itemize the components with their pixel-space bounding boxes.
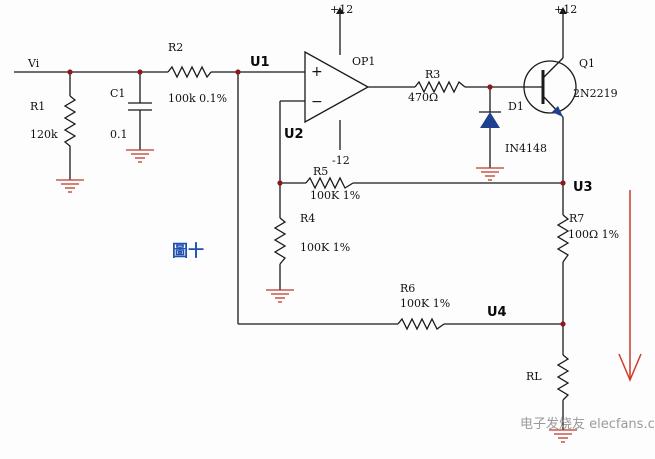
q1-value: 2N2219 <box>573 87 618 100</box>
ground-rl <box>549 429 577 443</box>
r5-value: 100K 1% <box>310 189 360 202</box>
r2-value: 100k 0.1% <box>168 92 227 105</box>
resistor-rl <box>556 354 570 401</box>
q-supply-pos-label: +12 <box>554 3 577 16</box>
diode-d1 <box>479 111 501 128</box>
r1-value: 120k <box>30 128 58 141</box>
supply-arrow-op-pos <box>336 7 344 14</box>
op-minus-pin: − <box>311 94 323 110</box>
ground-c1 <box>126 149 154 163</box>
supply-arrow-q-pos <box>559 7 567 14</box>
op1-name: OP1 <box>352 55 375 68</box>
c1-name: C1 <box>110 87 125 100</box>
r5-name: R5 <box>313 165 328 178</box>
node-u2-label: U2 <box>284 127 304 142</box>
transistor-q1 <box>523 57 577 118</box>
ground-symbols <box>56 149 577 443</box>
resistor-r1 <box>63 95 77 150</box>
resistor-r5 <box>305 176 354 190</box>
resistor-r4 <box>273 217 287 265</box>
d1-name: D1 <box>508 100 524 113</box>
r3-value: 470Ω <box>408 91 438 104</box>
wires <box>14 14 564 430</box>
r4-value: 100K 1% <box>300 241 350 254</box>
watermark: 电子发烧友 elecfans.com <box>520 416 655 432</box>
q1-name: Q1 <box>579 57 595 70</box>
r6-name: R6 <box>400 282 415 295</box>
node-u1-label: U1 <box>250 55 270 70</box>
op-supply-pos-label: +12 <box>330 3 353 16</box>
r3-name: R3 <box>425 68 440 81</box>
resistors <box>63 65 570 401</box>
op-supply-neg-label: -12 <box>332 154 350 167</box>
r4-name: R4 <box>300 212 315 225</box>
r2-name: R2 <box>168 41 183 54</box>
r6-value: 100K 1% <box>400 297 450 310</box>
rl-name: RL <box>526 370 542 383</box>
current-arrow <box>618 190 642 382</box>
diode-triangle <box>480 112 500 128</box>
transistor-emitter-arrow <box>552 106 563 117</box>
op-amp-op1 <box>304 50 370 124</box>
ground-d1 <box>476 167 504 181</box>
d1-value: IN4148 <box>505 142 547 155</box>
r7-value: 100Ω 1% <box>568 228 619 241</box>
vi-label: Vi <box>27 57 40 70</box>
r7-name: R7 <box>569 212 584 225</box>
capacitor-c1 <box>128 102 152 111</box>
resistor-r6 <box>397 317 445 331</box>
text-labels: Vi R1 120k C1 0.1 R2 100k 0.1% U1 U2 U3 … <box>27 3 655 432</box>
ground-r1 <box>56 179 84 193</box>
r1-name: R1 <box>30 100 45 113</box>
figure-label: 圖十 <box>172 241 204 260</box>
node-u4-label: U4 <box>487 305 507 320</box>
node-u3-label: U3 <box>573 180 593 195</box>
junctions <box>67 69 566 327</box>
resistor-r7 <box>556 214 570 263</box>
c1-value: 0.1 <box>110 128 128 141</box>
ground-r4 <box>266 289 294 303</box>
resistor-r2 <box>167 65 212 79</box>
op-plus-pin: + <box>311 64 323 80</box>
resistor-r3 <box>414 80 466 94</box>
supply-symbols <box>336 7 567 14</box>
